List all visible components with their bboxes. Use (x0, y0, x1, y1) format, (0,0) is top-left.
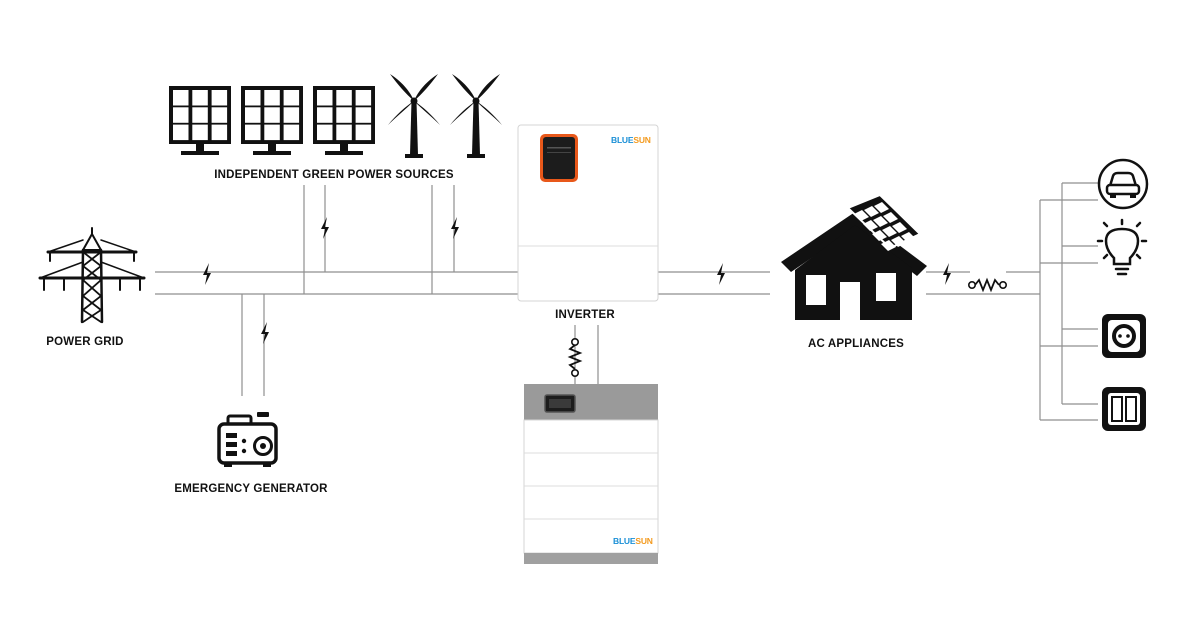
lightning-icon (943, 263, 951, 285)
resistor-icon (567, 337, 583, 377)
inverter-label: INVERTER (555, 309, 615, 321)
resistor-icon (967, 277, 1007, 293)
wind-turbine-icon (450, 74, 502, 158)
solar-house-icon (781, 193, 927, 320)
lightning-icon (261, 322, 269, 344)
wind-turbine-icon (388, 74, 440, 158)
battery-control-module (524, 384, 658, 420)
light-bulb-icon (1096, 218, 1148, 276)
ac-appliances-label: AC APPLIANCES (808, 338, 904, 350)
inverter-device: BLUESUN (517, 124, 659, 302)
solar-panel-icon (169, 86, 231, 155)
power-grid-label: POWER GRID (46, 336, 123, 348)
green-sources-label: INDEPENDENT GREEN POWER SOURCES (214, 169, 454, 181)
wiring (155, 182, 1098, 421)
lightning-icon (451, 217, 459, 239)
solar-panel-icon (241, 86, 303, 155)
car-icon (1097, 158, 1149, 210)
power-pylon-icon (38, 227, 146, 324)
power-socket-icon (1102, 314, 1146, 358)
battery-brand-logo: BLUESUN (613, 536, 653, 546)
inverter-screen (543, 137, 575, 179)
lightning-icon (717, 263, 725, 285)
emergency-generator-label: EMERGENCY GENERATOR (174, 483, 328, 495)
green-power-sources (169, 74, 502, 158)
generator-icon (217, 412, 278, 467)
solar-panel-icon (313, 86, 375, 155)
inverter-brand-logo: BLUESUN (611, 135, 651, 145)
battery-stack: BLUESUN (523, 384, 659, 564)
light-switch-icon (1102, 387, 1146, 431)
lightning-icon (203, 263, 211, 285)
